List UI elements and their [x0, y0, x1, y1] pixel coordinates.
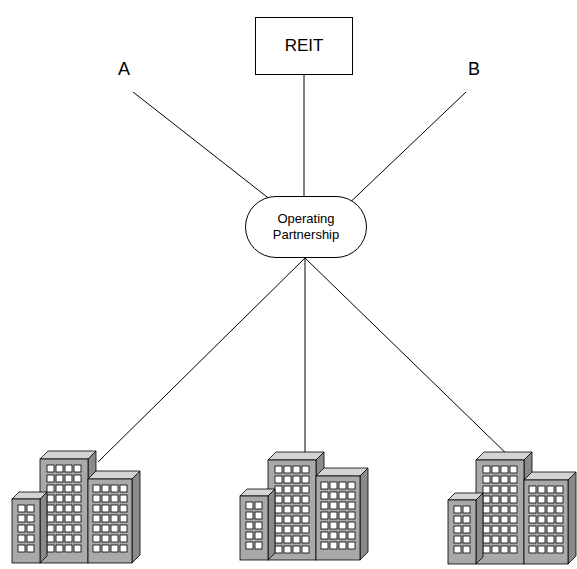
property-line	[98, 258, 305, 462]
entity-box: REIT	[255, 17, 353, 75]
building-icon	[12, 451, 140, 563]
property-line	[305, 258, 515, 462]
node-label: REIT	[285, 36, 324, 56]
partnership-oval: Operating Partnership	[245, 196, 367, 258]
ownership-line	[304, 75, 305, 196]
property-line	[305, 258, 306, 458]
node-label: Operating Partnership	[261, 211, 351, 242]
buildings	[12, 451, 576, 564]
owner-line	[133, 92, 285, 211]
building-icon	[240, 452, 368, 560]
owner-label: B	[468, 60, 480, 78]
owner-line	[341, 92, 466, 211]
building-icon	[448, 452, 576, 564]
owner-label: A	[118, 60, 130, 78]
leader-lines	[98, 92, 515, 462]
